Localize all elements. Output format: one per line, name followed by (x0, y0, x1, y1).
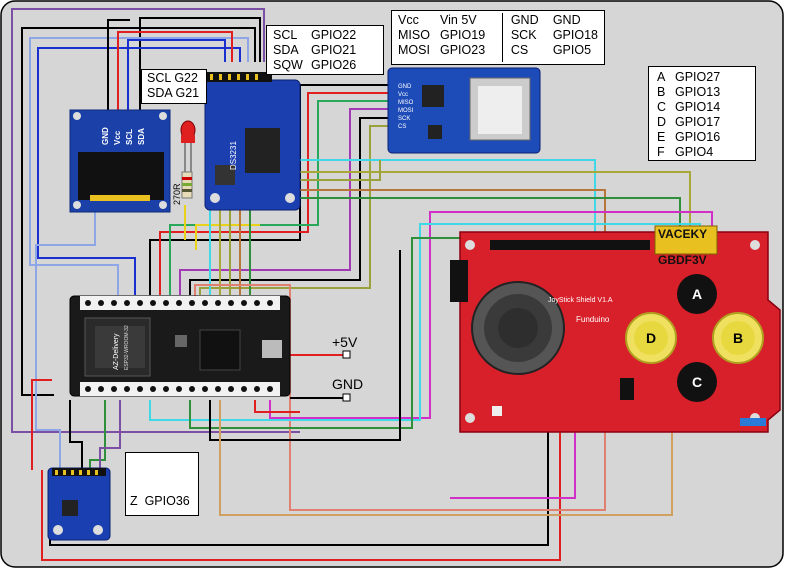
sd-pin-name: SCK (510, 28, 537, 42)
oled-pin-label: SDA (137, 128, 146, 145)
button-gpio: GPIO17 (675, 115, 721, 129)
joystick-shield: VACEKY GBDF3V JoyStick Shield V1.A Fundu… (450, 225, 781, 433)
sd-pin-label: CS (398, 124, 406, 130)
power-gnd-label: GND (332, 376, 364, 392)
rtc-pin-gpio: GPIO22 (311, 28, 357, 42)
button-c-label: C (692, 374, 702, 390)
button-gpio: GPIO27 (675, 70, 721, 84)
shield-brand: Funduino (576, 315, 610, 324)
button-gpio: GPIO14 (675, 100, 721, 114)
sd-pin-gpio: GPIO18 (552, 28, 598, 42)
button-gpio: GPIO4 (675, 145, 714, 159)
button-c: C (677, 362, 717, 402)
button-d-label: D (646, 330, 656, 346)
sd-module: GND Vcc MISO MOSI SCK CS (387, 67, 541, 154)
sd-pin-name: GND (510, 13, 539, 27)
rtc-pin-gpio: GPIO26 (311, 58, 357, 72)
button-b-label: B (733, 330, 743, 346)
resistor-label: 270R (172, 183, 182, 205)
shield-title: JoyStick Shield V1.A (548, 297, 613, 304)
shield-header-label: VACEKY (658, 227, 707, 241)
accelerometer-module (47, 467, 111, 541)
oled-pin-label: Vcc (113, 130, 122, 145)
sd-pin-name: Vcc (398, 13, 419, 27)
button-letter: A (657, 70, 666, 84)
esp32-board: ESP32-WROOM-32 AZ-Delivery (69, 295, 291, 397)
oled-pin-label: SCL (125, 129, 134, 145)
rtc-pin-gpio: GPIO21 (311, 43, 357, 57)
oled-pin-label-box: SCL G22 SDA G21 (141, 69, 207, 104)
oled-screen (78, 152, 164, 200)
esp32-top-pins (85, 300, 273, 306)
sd-pin-gpio: Vin 5V (440, 13, 477, 27)
sd-pin-label: GND (398, 84, 412, 90)
shield-header-label-2: GBDF3V (658, 253, 707, 267)
button-letter: E (657, 130, 666, 144)
button-gpio: GPIO13 (675, 85, 721, 99)
oled-pin-label-line: SDA G21 (147, 86, 200, 100)
sd-pin-label: MISO (398, 100, 414, 106)
z-axis-label: Z GPIO36 (130, 494, 190, 508)
sd-pin-name: CS (510, 43, 529, 57)
wires (11, 8, 713, 561)
oled-display: GND Vcc SCL SDA (69, 109, 171, 213)
button-b: B (712, 312, 764, 364)
oled-pin-labels: GND Vcc SCL SDA (101, 127, 146, 145)
power-gnd-terminal (342, 393, 351, 402)
sd-pin-gpio: GND (552, 13, 581, 27)
esp32-maker-label: AZ-Delivery (113, 333, 120, 370)
sd-pin-label: MOSI (398, 108, 414, 114)
sd-pin-name: MISO (398, 28, 430, 42)
rtc-pin-name: SQW (273, 58, 303, 72)
esp32-module-label: ESP32-WROOM-32 (124, 325, 130, 370)
sd-pin-gpio: GPIO5 (552, 43, 592, 57)
button-letter: D (657, 115, 667, 129)
sd-pin-label: SCK (398, 116, 410, 122)
z-axis-label-box: Z GPIO36 (125, 452, 199, 516)
sd-pin-label: Vcc (398, 92, 408, 98)
rtc-chip-label: DS3231 (229, 141, 238, 170)
button-a-label: A (692, 286, 702, 302)
button-letter: F (657, 145, 665, 159)
oled-pin-label-line: SCL G22 (147, 71, 198, 85)
sd-pin-gpio: GPIO23 (440, 43, 486, 57)
esp32-bottom-pins (85, 386, 273, 392)
led-resistor: 270R (172, 120, 196, 205)
power-5v-label: +5V (332, 334, 358, 350)
power-5v-terminal (342, 350, 351, 359)
sd-pin-labels: GND Vcc MISO MOSI SCK CS (398, 84, 414, 130)
rtc-pin-name: SDA (273, 43, 299, 57)
rtc-pin-name: SCL (273, 28, 298, 42)
button-letter: B (657, 85, 666, 99)
sd-pin-gpio: GPIO19 (440, 28, 486, 42)
sd-pin-label-box: Vcc Vin 5V MISO GPIO19 MOSI GPIO23 GND GND S… (391, 10, 605, 65)
rtc-pin-label-box: SCL GPIO22 SDA GPIO21 SQW GPIO26 (266, 25, 384, 75)
button-d: D (625, 312, 677, 364)
oled-pin-label: GND (101, 127, 110, 145)
button-gpio: GPIO16 (675, 130, 721, 144)
button-a: A (677, 274, 717, 314)
sd-pin-name: MOSI (398, 43, 430, 57)
button-letter: C (657, 100, 667, 114)
rtc-module: DS3231 (204, 72, 301, 211)
